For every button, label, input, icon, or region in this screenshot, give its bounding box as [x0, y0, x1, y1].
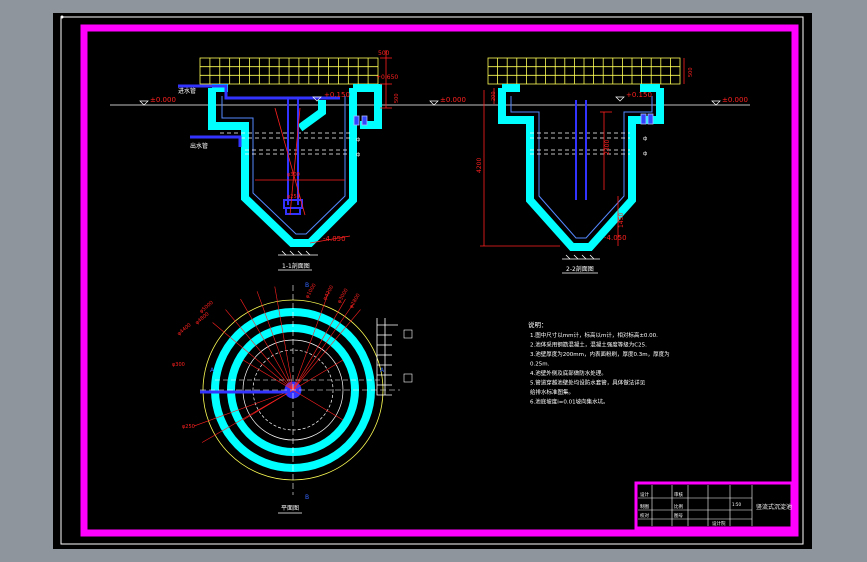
outer-border [60, 16, 804, 545]
side-label-1: φ300 [172, 362, 185, 368]
svg-text:-4.050: -4.050 [604, 234, 627, 242]
section-1-1[interactable]: 进水管 出水管 φ300 φ250 500 +0.650 500 ±0.000 [110, 50, 420, 271]
dim-inner: 2300 [604, 140, 611, 155]
title-block-cell: 校对 [640, 512, 649, 519]
paper-sheet [53, 13, 812, 549]
foundation-hatch-2 [562, 254, 600, 260]
note-line: 1.图中尺寸以mm计，标高以m计，相对标高±0.00. [530, 331, 658, 339]
dim-side: 500 [394, 93, 400, 103]
valve-label-3: ф [643, 136, 647, 142]
title-block-cell: 比例 [674, 503, 683, 510]
note-line: 给排水标准图集。 [530, 388, 574, 396]
center-lines [200, 285, 400, 495]
title-block-cell: 设计 [640, 491, 649, 498]
top-grating-2 [487, 57, 681, 85]
title-block-cell: 图号 [674, 513, 683, 519]
dim-level: +0.650 [376, 74, 398, 81]
level-left-2: ±0.000 [429, 96, 466, 106]
level-left: ±0.000 [139, 96, 176, 106]
center-mark-2: φ250 [287, 194, 300, 200]
tank-wall-inner-2 [510, 96, 653, 239]
valve-icon [353, 115, 368, 126]
valve-label-2: ф [356, 152, 360, 158]
inlet-pipe [178, 84, 340, 100]
note-line: 5.管道穿越池壁处均设防水套管，具体做法详见 [530, 379, 646, 387]
notes-title: 说明： [528, 320, 548, 329]
section-1-1-title: 1-1剖面图 [282, 262, 310, 270]
valve-label-4: ф [643, 151, 647, 157]
svg-text:+0.150: +0.150 [626, 91, 652, 99]
dim-top: 500 [378, 50, 390, 57]
section-mark-right: A [380, 367, 385, 374]
center-pipe-2 [575, 100, 587, 200]
side-label-2: φ250 [182, 424, 195, 430]
note-line: 3.池壁厚度为200mm，内表面粉刷，厚度0.3m，厚度为 [530, 350, 670, 358]
valve-label-1: ф [356, 137, 360, 143]
manhole-icon-2 [403, 373, 413, 383]
inlet-label: 进水管 [178, 87, 196, 95]
svg-text:±0.000: ±0.000 [150, 96, 176, 104]
title-block-cell: 审核 [674, 491, 683, 498]
level-top: +0.150 [312, 91, 350, 102]
title-block-grid [638, 485, 753, 526]
level-right-2: ±0.000 [711, 96, 748, 106]
valve-icon-2 [640, 113, 654, 125]
level-top-2: +0.150 [615, 91, 652, 102]
section-mark-left: A [210, 367, 215, 374]
tank-wall-inner [221, 96, 346, 235]
svg-text:+0.150: +0.150 [324, 91, 350, 99]
outlet-label: 出水管 [190, 142, 208, 150]
inner-frame [80, 24, 799, 537]
radial-dimension-lines [194, 286, 361, 443]
outlet-pipe [190, 135, 242, 147]
design-notes[interactable]: 说明： 1.图中尺寸以mm计，标高以m计，相对标高±0.00. 2.池体采用钢筋混… [528, 320, 670, 406]
note-line: 6.池底坡度i=0.01坡向集水坑。 [530, 398, 609, 406]
level-bottom: -4.050 [323, 235, 346, 243]
title-block-frame [634, 481, 794, 530]
title-block-cell: 制图 [640, 503, 649, 510]
dim-cone: 1450 [618, 213, 625, 228]
section-2-2[interactable]: 4200 2300 1450 200 500 ±0.000 +0.150 ±0.… [420, 57, 750, 274]
school-name: 设计院 [712, 520, 726, 527]
dim-side-2: 200 [491, 91, 497, 101]
plan-title: 平面图 [281, 505, 299, 512]
level-bottom-2: -4.050 [604, 234, 627, 242]
top-grating [199, 57, 379, 85]
svg-text:-4.050: -4.050 [323, 235, 346, 243]
center-mark-1: φ300 [287, 172, 300, 178]
dim-height: 4200 [476, 158, 483, 173]
manhole-icon [403, 329, 413, 339]
note-line: 4.池壁外侧及底部做防水处理。 [530, 369, 607, 377]
drawing-name: 竖流式沉淀池 [756, 503, 792, 511]
dim-right-2: 500 [688, 67, 694, 77]
foundation-hatch [278, 250, 318, 256]
section-2-2-title: 2-2剖面图 [566, 265, 594, 273]
dimension-lines-2 [480, 58, 685, 247]
scale-value: 1:50 [732, 502, 741, 507]
origin-marker-icon [60, 15, 64, 19]
plan-view[interactable]: φ5000 φ4800 φ4400 φ4200 φ3000 φ2800 φ100… [172, 282, 413, 514]
svg-text:±0.000: ±0.000 [722, 96, 748, 104]
section-mark-bottom: B [305, 494, 309, 501]
hidden-lines-2 [530, 132, 630, 155]
stair-icon [376, 318, 398, 396]
section-mark-top: B [305, 282, 309, 289]
svg-text:±0.000: ±0.000 [440, 96, 466, 104]
tank-wall [208, 84, 382, 247]
note-line: 2.池体采用钢筋混凝土，混凝土强度等级为C25. [530, 341, 647, 349]
dimension-lines [255, 50, 392, 244]
note-line: 0.25m. [530, 362, 550, 368]
